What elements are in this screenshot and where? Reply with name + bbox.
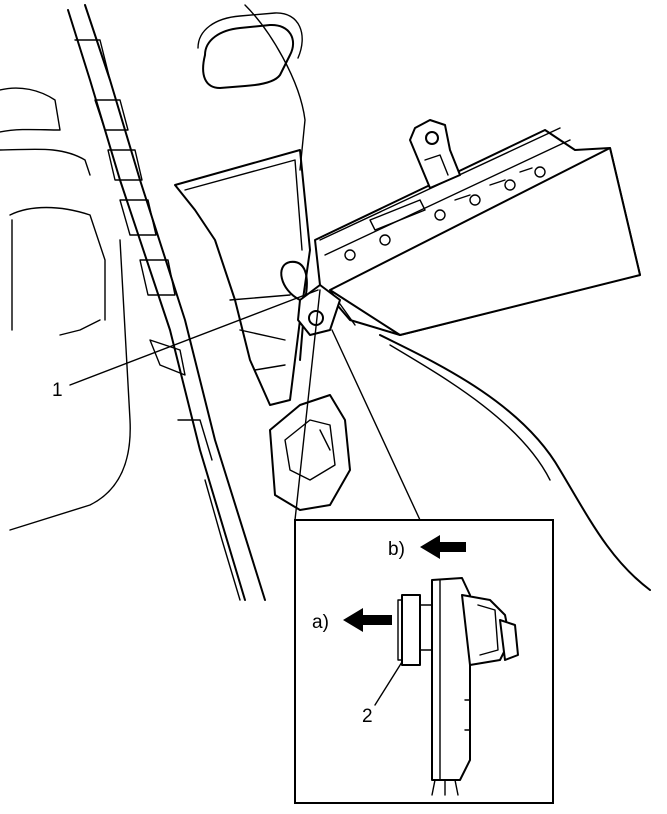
lower-clip [269,394,351,511]
callout-2-leader [374,661,403,706]
mounting-bracket [174,149,311,406]
callout-1-label: 1 [52,380,63,401]
pillar-trim [67,4,266,601]
arrow-b-label: b) [388,539,405,560]
detail-inset: b) a) 2 [294,519,554,804]
inset-leader-lines [294,289,421,521]
panel-slot [197,4,306,171]
arrow-a-label: a) [312,612,329,633]
callout-1-leader [69,289,319,386]
airbag-module [297,119,641,336]
arrow-b: b) [388,535,466,560]
arrow-a: a) [312,608,392,633]
callout-1: 1 [52,289,319,401]
arrow-a-icon [343,608,392,632]
callout-2: 2 [362,661,403,727]
wire-harness [280,260,651,591]
body-panel-outline [0,87,131,531]
inset-frame [294,519,554,804]
callout-2-label: 2 [362,706,373,727]
connector-side-view [397,577,519,796]
arrow-b-icon [420,535,466,559]
